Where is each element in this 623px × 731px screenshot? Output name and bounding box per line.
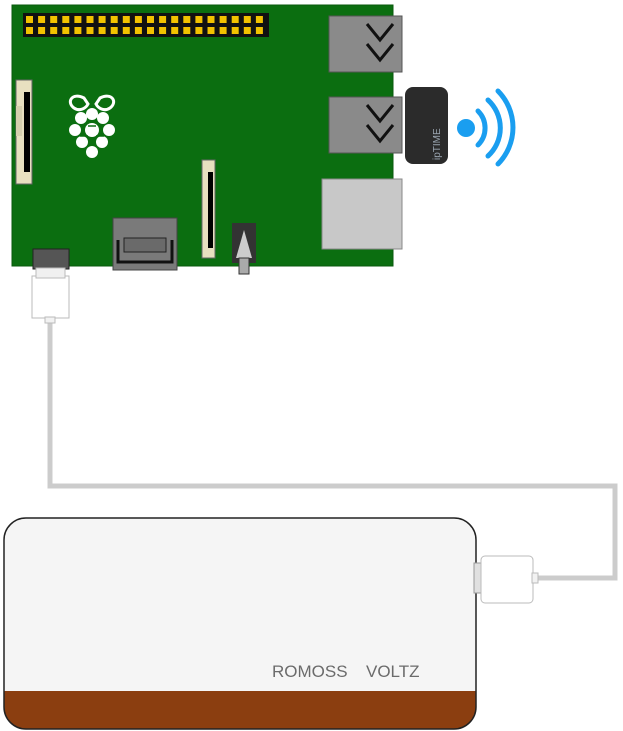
gpio-pin xyxy=(195,27,203,34)
sd-card-slot xyxy=(15,79,33,185)
gpio-pin xyxy=(122,27,130,34)
raspberry-pi-board xyxy=(11,4,403,275)
gpio-pin xyxy=(74,16,82,23)
hdmi-port xyxy=(112,217,178,271)
gpio-pin xyxy=(159,27,167,34)
gpio-pin xyxy=(147,16,154,23)
power-bank-model: VOLTZ xyxy=(366,662,420,681)
gpio-pin xyxy=(26,27,33,34)
gpio-pin xyxy=(207,16,215,23)
gpio-pin xyxy=(38,16,46,23)
gpio-pin xyxy=(171,27,179,34)
gpio-pin xyxy=(219,16,227,23)
audio-jack xyxy=(232,223,256,275)
gpio-pin xyxy=(147,27,154,34)
display-connector xyxy=(201,159,216,259)
ethernet-port xyxy=(321,178,403,250)
gpio-pin xyxy=(255,27,263,34)
gpio-pin xyxy=(98,16,106,23)
gpio-pin xyxy=(38,27,46,34)
gpio-pin xyxy=(231,27,239,34)
power-bank: ROMOSS VOLTZ xyxy=(3,517,539,730)
wifi-dongle: ipTIME xyxy=(405,87,448,164)
gpio-pin xyxy=(86,27,94,34)
usb-cable xyxy=(31,267,618,581)
gpio-pin xyxy=(86,16,94,23)
micro-usb-plug xyxy=(31,275,70,319)
gpio-pin xyxy=(62,16,70,23)
cable-wire xyxy=(47,318,618,581)
gpio-pin xyxy=(255,16,263,23)
wifi-signal-icon xyxy=(457,88,516,167)
gpio-pin xyxy=(26,16,33,23)
gpio-pin xyxy=(98,27,106,34)
gpio-pin xyxy=(74,27,82,34)
power-bank-body xyxy=(4,518,476,729)
gpio-pin xyxy=(171,16,179,23)
gpio-pin xyxy=(243,16,251,23)
gpio-pin xyxy=(134,27,142,34)
usb-port-bottom xyxy=(328,96,403,154)
wifi-dongle-label: ipTIME xyxy=(432,128,443,160)
power-bank-stripe xyxy=(4,691,476,729)
raspberry-pi-logo-icon xyxy=(68,94,116,158)
gpio-pin xyxy=(134,16,142,23)
gpio-pin xyxy=(207,27,215,34)
gpio-pin xyxy=(122,16,130,23)
gpio-pin xyxy=(62,27,70,34)
usb-a-plug xyxy=(480,555,534,604)
power-bank-brand: ROMOSS xyxy=(272,662,348,681)
gpio-pin xyxy=(243,27,251,34)
gpio-pin xyxy=(110,16,118,23)
wifi-dongle-body xyxy=(405,87,448,164)
gpio-pin xyxy=(110,27,118,34)
micro-usb-power-port xyxy=(32,248,70,270)
usb-port-top xyxy=(328,15,403,73)
gpio-pin xyxy=(50,27,58,34)
gpio-pin xyxy=(183,27,191,34)
gpio-pin xyxy=(231,16,239,23)
gpio-pin xyxy=(183,16,191,23)
gpio-pin xyxy=(159,16,167,23)
gpio-pin xyxy=(50,16,58,23)
gpio-header xyxy=(23,13,269,37)
gpio-pin xyxy=(219,27,227,34)
gpio-pin xyxy=(195,16,203,23)
